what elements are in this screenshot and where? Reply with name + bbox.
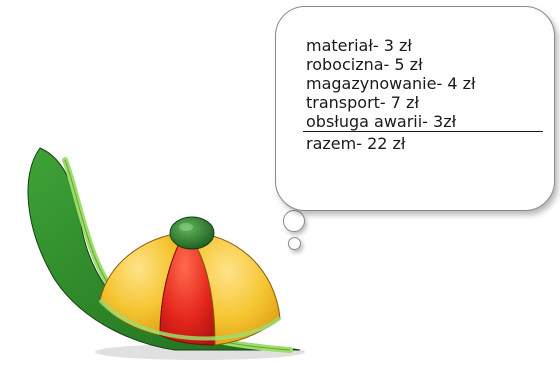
cost-total: razem- 22 zł <box>306 134 406 153</box>
thought-dot-large <box>283 210 305 232</box>
cost-item-labor: robocizna- 5 zł <box>306 55 423 74</box>
thought-bubble <box>275 6 555 211</box>
cost-item-transport: transport- 7 zł <box>306 93 419 112</box>
cost-item-material: materiał- 3 zł <box>306 36 412 55</box>
cost-item-storage: magazynowanie- 4 zł <box>306 74 476 93</box>
total-divider <box>303 131 543 132</box>
thought-dot-medium <box>288 237 301 250</box>
cost-list: materiał- 3 zł robocizna- 5 zł magazynow… <box>306 36 476 131</box>
cost-item-failure-service: obsługa awarii- 3zł <box>306 112 457 131</box>
